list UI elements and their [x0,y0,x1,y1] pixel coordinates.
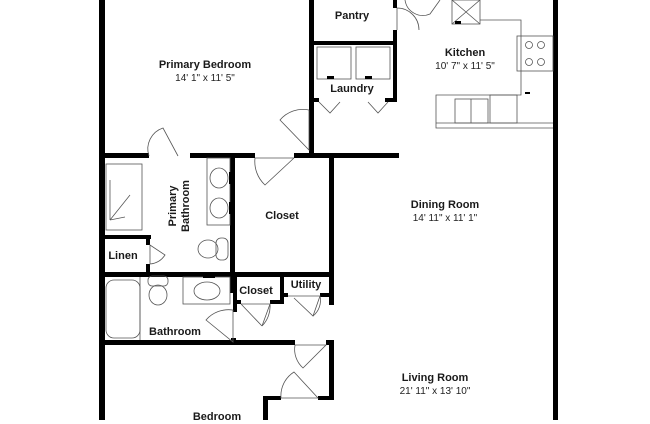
room-primary-bedroom: Primary Bedroom 14' 1" x 11' 5" [159,59,251,85]
room-dimensions: 10' 7" x 11' 5" [435,61,495,72]
room-name: Bedroom [192,411,242,423]
room-pantry: Pantry [335,10,369,23]
room-linen: Linen [108,250,137,263]
room-name: Closet [239,285,273,297]
room-name: Bathroom [149,326,201,338]
room-name: Pantry [334,10,370,22]
room-name: Laundry [330,83,374,95]
room-name: Kitchen [444,47,486,59]
room-laundry: Laundry [330,83,373,96]
room-name-line2: Bathroom [180,180,192,232]
room-bathroom: Bathroom [149,326,201,339]
room-name: Utility [290,279,322,291]
fixture-details [203,21,530,278]
room-name: Living Room [401,372,469,384]
room-kitchen: Kitchen 10' 7" x 11' 5" [435,47,495,73]
room-bedroom: Bedroom [193,411,241,424]
room-name: Primary Bedroom [158,59,252,71]
room-utility: Utility [291,279,322,292]
room-primary-bathroom: Primary Bathroom [167,180,193,232]
room-name: Closet [265,210,299,222]
fixtures [105,0,554,399]
room-closet-large: Closet [265,210,299,223]
room-dimensions: 14' 11" x 11' 1" [412,213,478,224]
walls [99,0,558,420]
room-name: Linen [108,250,138,262]
room-dining-room: Dining Room 14' 11" x 11' 1" [411,199,479,225]
room-closet-small: Closet [239,285,273,298]
room-dimensions: 21' 11" x 13' 10" [399,386,471,397]
room-dimensions: 14' 1" x 11' 5" [175,73,235,84]
room-name: Dining Room [410,199,480,211]
room-name-line1: Primary [167,185,179,227]
room-living-room: Living Room 21' 11" x 13' 10" [400,372,471,398]
